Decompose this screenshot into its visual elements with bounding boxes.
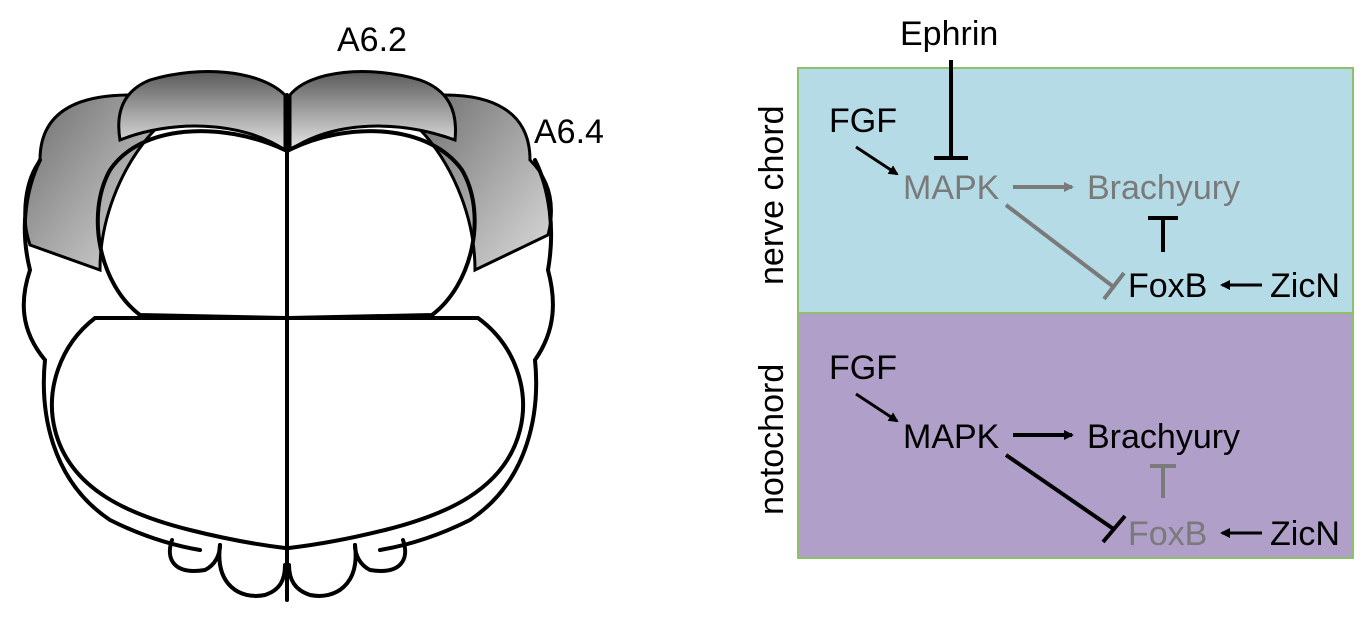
ephrin-label: Ephrin bbox=[900, 15, 998, 53]
outer-right-contour bbox=[378, 158, 555, 552]
upper-left-cell bbox=[95, 129, 287, 320]
bottom-mapk-foxb-inhibition bbox=[1004, 453, 1117, 532]
bottom-mapk-foxb-bar bbox=[1101, 514, 1127, 544]
bottom-lobe-4 bbox=[353, 538, 408, 573]
bottom-mapk-label: MAPK bbox=[903, 418, 1000, 456]
notochord-panel bbox=[797, 312, 1354, 559]
outer-left-contour bbox=[21, 158, 202, 552]
a62-left-cell bbox=[117, 70, 287, 153]
a62-right-cell bbox=[288, 70, 458, 153]
label-a62: A6.2 bbox=[337, 21, 407, 59]
embryo-drawing bbox=[21, 70, 555, 602]
bottom-lobe-3 bbox=[287, 543, 358, 598]
bottom-fgf-label: FGF bbox=[829, 349, 897, 387]
top-fgf-label: FGF bbox=[829, 102, 897, 140]
bottom-zicn-label: ZicN bbox=[1270, 515, 1340, 553]
upper-right-cell bbox=[287, 129, 477, 320]
top-mapk-foxb-bar bbox=[1102, 271, 1126, 301]
bottom-lobe-2 bbox=[217, 543, 287, 598]
top-mapk-foxb-inhibition bbox=[1004, 203, 1117, 290]
notochord-label: notochord bbox=[753, 364, 791, 515]
bottom-brachyury-label: Brachyury bbox=[1087, 418, 1240, 456]
top-mapk-label: MAPK bbox=[903, 169, 1000, 207]
bottom-fgf-arrow bbox=[855, 392, 899, 423]
top-fgf-arrow bbox=[855, 145, 899, 176]
top-zicn-label: ZicN bbox=[1270, 267, 1340, 305]
nerve-chord-label: nerve chord bbox=[753, 105, 791, 285]
lower-left-cell bbox=[50, 316, 287, 550]
bottom-foxb-label: FoxB bbox=[1128, 515, 1207, 553]
label-a64: A6.4 bbox=[534, 113, 604, 151]
nerve-chord-panel bbox=[797, 67, 1354, 314]
top-brachyury-label: Brachyury bbox=[1087, 169, 1240, 207]
top-foxb-label: FoxB bbox=[1128, 267, 1207, 305]
lower-right-cell bbox=[287, 316, 525, 550]
